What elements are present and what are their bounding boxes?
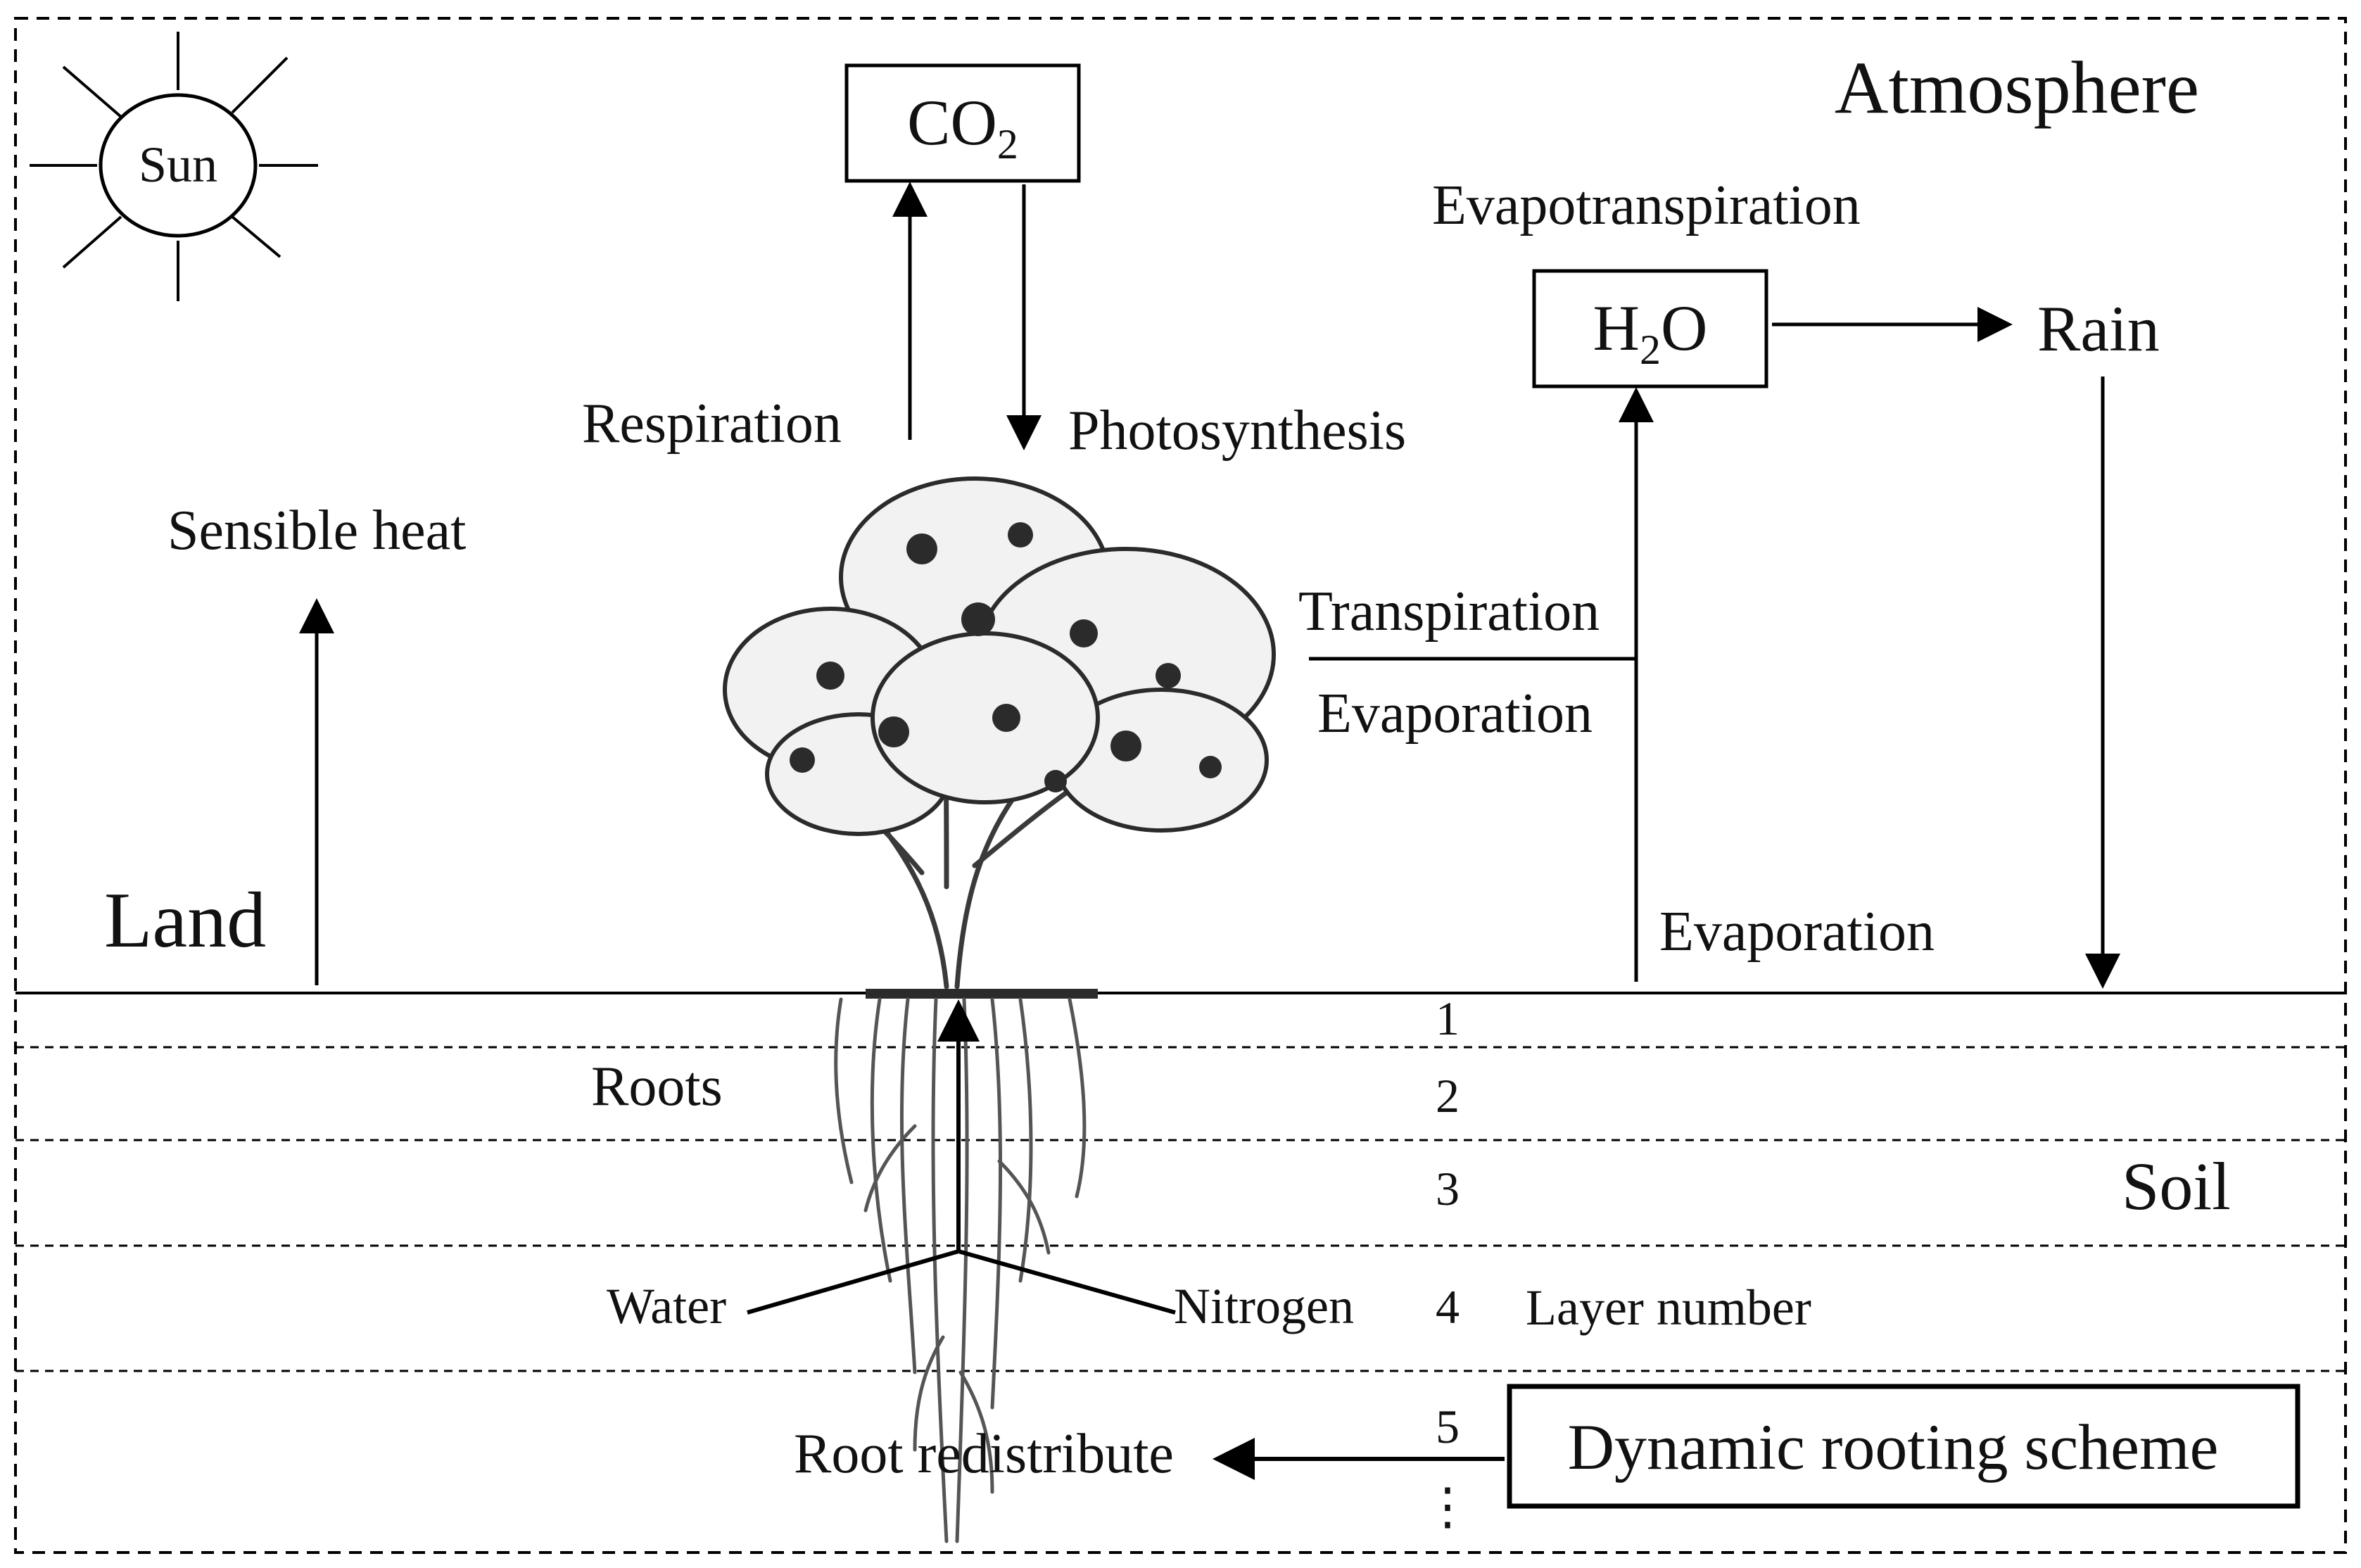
co2-subscript: 2: [997, 121, 1018, 167]
svg-text:H2O: H2O: [1593, 292, 1708, 373]
dynamic-rooting-scheme-box: [1507, 1384, 2300, 1509]
water-branch-line: [747, 1249, 959, 1315]
soil-layer-number: 1: [1436, 992, 1460, 1045]
respiration-label: Respiration: [582, 393, 842, 455]
land-label: Land: [104, 877, 266, 964]
rain-label: Rain: [2037, 293, 2160, 365]
tree-illustration: [723, 476, 1276, 999]
soil-layer-number: 4: [1436, 1280, 1460, 1334]
nitrogen-label: Nitrogen: [1174, 1278, 1354, 1334]
co2-box: CO2: [844, 63, 1081, 183]
h2o-subscript: 2: [1640, 327, 1661, 373]
canopy-evaporation-label: Evaporation: [1317, 683, 1593, 745]
transpiration-label: Transpiration: [1298, 581, 1600, 643]
sun-icon: Sun: [30, 32, 318, 301]
roots-label: Roots: [591, 1056, 723, 1118]
water-label: Water: [607, 1278, 726, 1334]
root-redistribute-label: Root redistribute: [794, 1423, 1174, 1485]
dynamic-rooting-scheme-label: Dynamic rooting scheme: [1568, 1411, 2219, 1483]
soil-layer-number: 2: [1436, 1069, 1460, 1123]
svg-text:CO2: CO2: [907, 87, 1018, 167]
soil-layer-ellipsis: ⋮: [1422, 1479, 1473, 1535]
soil-layer-numbers: 1 2 3 4 5 ⋮: [1422, 992, 1473, 1535]
soil-layer-dividers: [15, 1046, 2346, 1372]
soil-layer-number: 5: [1436, 1400, 1460, 1453]
h2o-formula-o: O: [1661, 292, 1707, 364]
evapotranspiration-label: Evapotranspiration: [1432, 175, 1861, 236]
soil-label: Soil: [2122, 1149, 2231, 1224]
soil-evaporation-label: Evaporation: [1659, 901, 1935, 963]
nitrogen-branch-line: [958, 1249, 1176, 1315]
sensible-heat-label: Sensible heat: [167, 500, 466, 562]
sun-label: Sun: [139, 137, 217, 193]
atmosphere-label: Atmosphere: [1835, 46, 2199, 129]
photosynthesis-label: Photosynthesis: [1068, 400, 1406, 462]
soil-layer-number: 3: [1436, 1162, 1460, 1215]
diagram-frame: [14, 17, 2347, 1554]
h2o-box: H2O: [1532, 269, 1768, 388]
co2-formula: CO: [907, 87, 997, 158]
h2o-formula-h: H: [1593, 292, 1640, 364]
layer-number-label: Layer number: [1526, 1279, 1811, 1336]
